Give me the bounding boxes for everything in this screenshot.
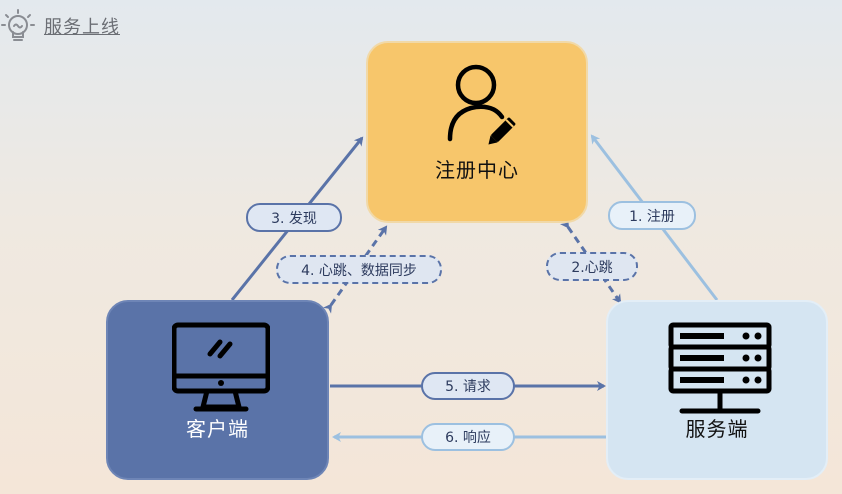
server-icon [668, 322, 772, 422]
header: 服务上线 [0, 8, 120, 44]
page-title: 服务上线 [44, 17, 120, 38]
user-edit-icon [444, 61, 524, 151]
request-label: 5. 请求 [421, 372, 515, 400]
heartbeat-sync-label: 4. 心跳、数据同步 [276, 255, 442, 284]
client-label: 客户端 [186, 417, 249, 441]
server-label: 服务端 [685, 417, 749, 441]
discover-label: 3. 发现 [246, 203, 342, 232]
monitor-icon [171, 322, 271, 418]
registry-label: 注册中心 [435, 158, 519, 182]
register-label: 1. 注册 [608, 201, 696, 230]
client-node: 客户端 [106, 300, 329, 480]
response-label: 6. 响应 [421, 423, 515, 451]
lightbulb-icon [0, 8, 40, 44]
heartbeat-label: 2.心跳 [546, 252, 638, 281]
registry-node: 注册中心 [366, 41, 588, 223]
server-node: 服务端 [606, 300, 828, 480]
